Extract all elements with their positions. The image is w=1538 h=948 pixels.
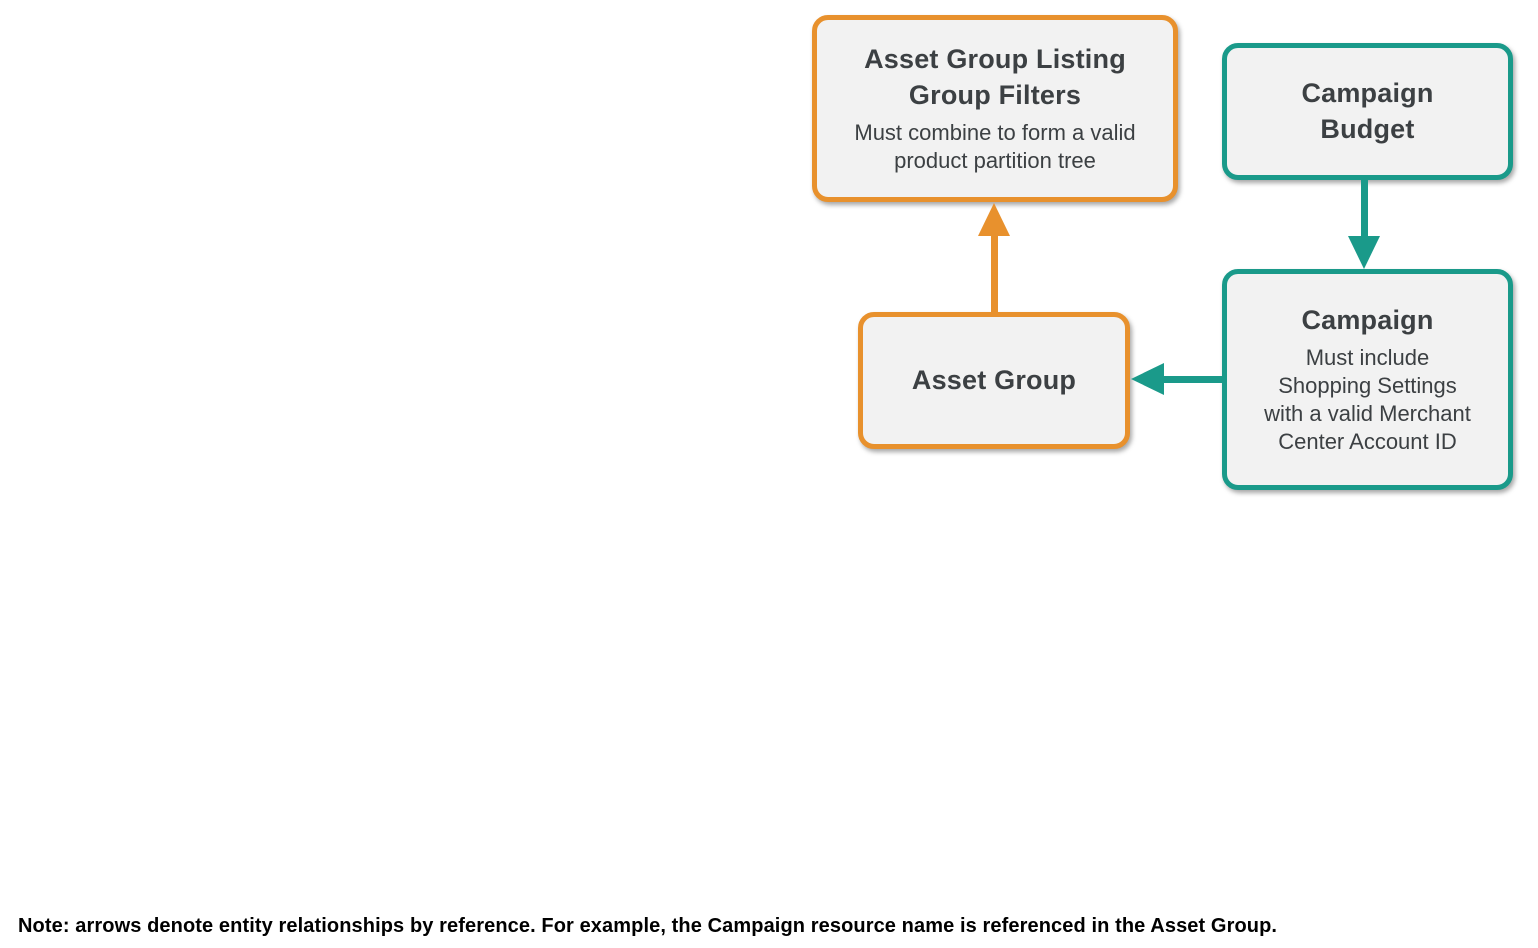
node-subtitle: Must combine to form a valid product par… (854, 119, 1136, 173)
arrow-campaign-budget-to-campaign-line (1361, 179, 1368, 239)
node-subtitle: Must include Shopping Settings with a va… (1264, 345, 1471, 454)
node-title: Asset Group Listing Group Filters (864, 44, 1126, 110)
node-title: Campaign (1301, 305, 1434, 336)
node-title: Campaign Budget (1301, 78, 1434, 144)
arrow-campaign-to-asset-group-line (1162, 376, 1222, 383)
node-title: Asset Group (911, 364, 1077, 395)
footnote: Note: arrows denote entity relationships… (18, 915, 1278, 937)
arrow-campaign-to-asset-group-head-icon (1131, 363, 1164, 395)
node-campaign-budget: Campaign Budget (1222, 43, 1513, 180)
node-asset-group-listing-group-filters: Asset Group Listing Group Filters Must c… (812, 15, 1178, 202)
arrow-asset-group-to-listing-filters-head-icon (978, 203, 1010, 236)
arrow-campaign-budget-to-campaign-head-icon (1348, 236, 1380, 269)
node-campaign: Campaign Must include Shopping Settings … (1222, 269, 1513, 490)
node-asset-group: Asset Group (858, 312, 1130, 449)
arrow-asset-group-to-listing-filters-line (991, 234, 998, 313)
